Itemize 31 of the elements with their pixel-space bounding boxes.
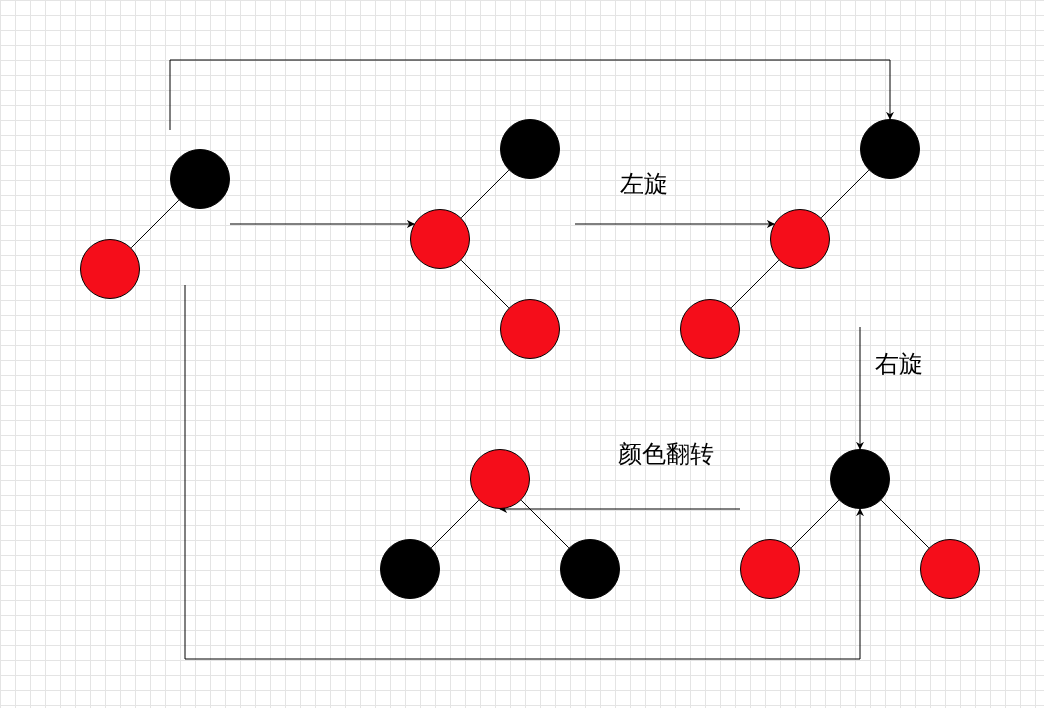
arrow: [574, 220, 775, 228]
tree-link-line: [520, 499, 570, 549]
tree-link-line: [130, 199, 180, 249]
arrow: [856, 326, 864, 450]
tree-node-circle: [860, 119, 920, 179]
tree-node-circle: [740, 539, 800, 599]
tree-node-circle: [500, 299, 560, 359]
tree-link-line: [790, 499, 840, 549]
edge-label: 颜色翻转: [618, 440, 714, 469]
tree-node-circle: [560, 539, 620, 599]
tree-link-line: [820, 169, 870, 219]
tree-node-circle: [500, 119, 560, 179]
tree-node-circle: [470, 449, 530, 509]
tree-node-circle: [830, 449, 890, 509]
tree-node-circle: [170, 149, 230, 209]
tree-node-circle: [410, 209, 470, 269]
tree-node-circle: [920, 539, 980, 599]
tree-link-line: [460, 169, 510, 219]
edge-label: 左旋: [620, 170, 668, 199]
tree-node-circle: [770, 209, 830, 269]
tree-node-circle: [380, 539, 440, 599]
tree-link-line: [880, 499, 930, 549]
edge-label: 右旋: [875, 350, 923, 379]
arrow: [169, 59, 894, 131]
tree-node-circle: [80, 239, 140, 299]
tree-link-line: [430, 499, 480, 549]
tree-link-line: [730, 259, 780, 309]
arrow: [229, 220, 415, 228]
tree-node-circle: [680, 299, 740, 359]
tree-link-line: [460, 259, 510, 309]
arrow: [184, 284, 864, 660]
